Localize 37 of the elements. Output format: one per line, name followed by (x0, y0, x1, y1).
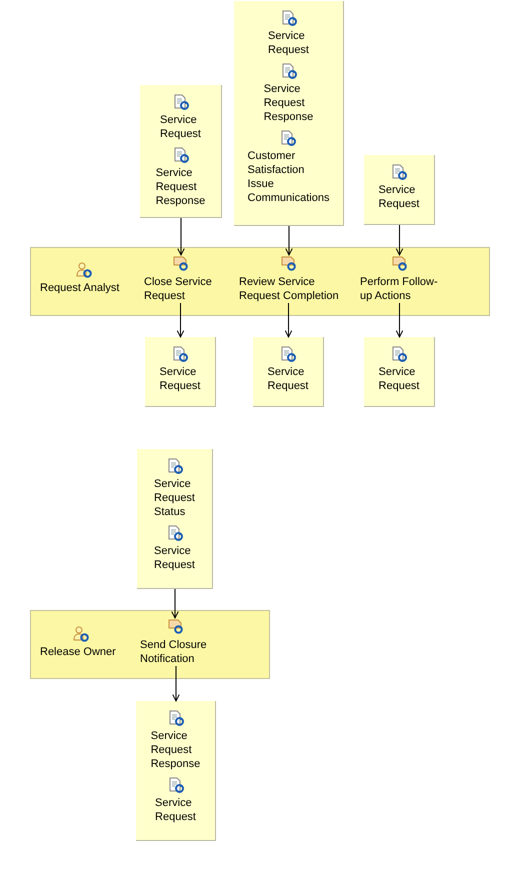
swimlane-band (30, 610, 270, 679)
artifact-label: Service Request (155, 796, 196, 824)
task-label: Review Service Request Completion (239, 275, 340, 303)
artifact-label: Service Request (154, 544, 195, 572)
artifact-label: Service Request Status (154, 477, 195, 519)
artifact-label: Customer Satisfaction Issue Communications (248, 149, 330, 205)
artifact-box (364, 155, 435, 225)
arrow (285, 226, 293, 256)
role-label: Release Owner (40, 645, 116, 659)
artifact-box (136, 701, 216, 841)
arrow (177, 218, 185, 256)
artifact-label: Service Request (268, 29, 309, 57)
artifact-label: Service Request (160, 365, 200, 393)
artifact-box (364, 337, 435, 407)
swimlane-band (30, 247, 490, 316)
arrow (396, 224, 404, 256)
artifact-box (145, 337, 216, 407)
artifact-label: Service Request Response (156, 166, 206, 208)
artifact-label: Service Request Response (264, 82, 314, 124)
artifact-label: Service Request (160, 113, 201, 141)
artifact-label: Service Request (268, 365, 308, 393)
task-label: Perform Follow-up Actions (360, 275, 439, 303)
arrow (396, 302, 404, 338)
artifact-label: Service Request Response (150, 729, 200, 771)
artifact-box (137, 449, 213, 589)
artifact-label: Service Request (378, 365, 420, 393)
artifact-box (253, 337, 324, 407)
role-label: Request Analyst (40, 281, 120, 295)
arrow (171, 588, 179, 618)
task-label: Close Service Request (144, 275, 213, 303)
task-label: Send Closure Notification (140, 638, 208, 666)
artifact-box (140, 85, 222, 218)
artifact-box (234, 1, 344, 226)
arrow (284, 302, 292, 338)
arrow (176, 302, 184, 338)
artifact-label: Service Request (378, 183, 420, 211)
arrow (172, 666, 180, 702)
